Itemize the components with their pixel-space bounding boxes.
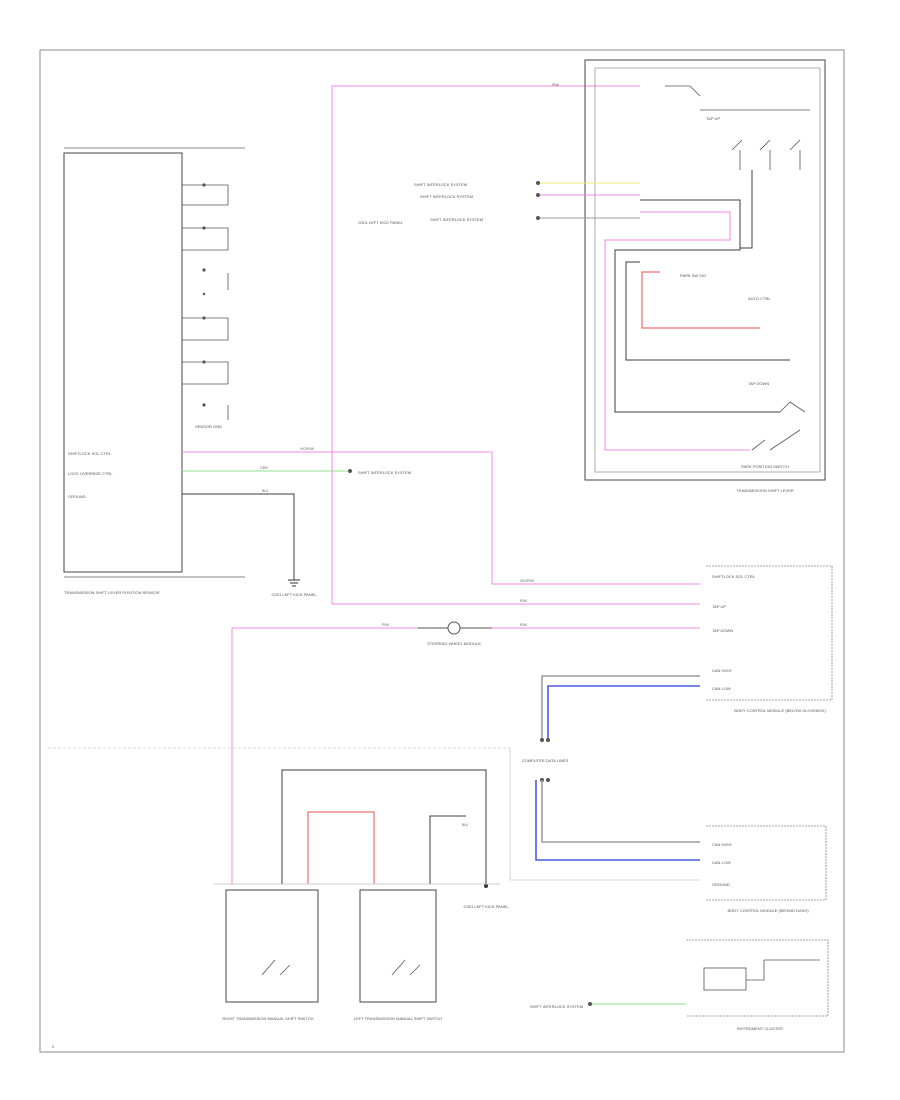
steering-wheel-module <box>418 621 492 635</box>
page-footer: 2 <box>52 1044 55 1049</box>
bcm2-pin-label: CAN HIGH <box>712 842 732 847</box>
cluster-input-label: SHIFT INTERLOCK SYSTEM <box>530 1004 583 1009</box>
transmission-shift-lever: TAP UP <box>584 59 826 481</box>
bcm2-title: BODY CONTROL MODULE (BEHIND DASH) <box>727 908 809 913</box>
left-switch-label: LEFT TRANSMISSION MANUAL SHIFT SWITCH <box>354 1016 442 1021</box>
shift-lever-position-sensor: SENSOR GND SHIFTLOCK SOL CTRL LOCK OVERR… <box>63 147 245 595</box>
instrument-cluster-title: INSTRUMENT CLUSTER <box>737 1026 783 1031</box>
ground-label: G201 LEFT KICK PANEL <box>272 592 318 597</box>
bcm-pin-label: SHIFTLOCK SOL CTRL <box>712 574 756 579</box>
sensor-pin-label: SENSOR GND <box>195 424 222 429</box>
bcm2-pin-label: CAN LOW <box>712 860 731 865</box>
wire-label: VIO/PNK <box>520 579 535 583</box>
ground-symbol-2 <box>484 884 488 888</box>
bcm-pin-label: TAP UP <box>712 604 726 609</box>
wire-label: PNK <box>520 599 528 603</box>
wire-label: PNK <box>520 623 528 627</box>
connector-dot <box>588 1002 592 1006</box>
park-switch-contacts <box>751 401 806 451</box>
steering-module-label: STEERING WHEEL MODULE <box>427 641 481 646</box>
body-control-module: SHIFTLOCK SOL CTRL TAP UP TAP DOWN CAN H… <box>706 565 833 713</box>
right-shift-switch <box>225 889 319 1003</box>
connector-dot <box>536 193 540 197</box>
can-wires-lower <box>535 780 700 861</box>
shift-lever-internal-wiring <box>604 170 790 451</box>
can-wires-upper <box>541 675 700 740</box>
left-shift-switch <box>359 889 437 1003</box>
wire-label: VIO/PNK <box>300 447 315 451</box>
bcm-pin-label: TAP DOWN <box>712 628 733 633</box>
tap-switch-label: TAP UP <box>706 116 720 121</box>
park-position-switch-label: PARK POSITION SWITCH <box>741 464 789 469</box>
wire-label: PNK <box>382 623 390 627</box>
input-label: SHIFT INTERLOCK SYSTEM <box>420 194 473 199</box>
wire-label: BLK <box>262 489 269 493</box>
bcm-pin-label: CAN HIGH <box>712 668 732 673</box>
input-label: SHIFT INTERLOCK SYSTEM <box>430 217 483 222</box>
data-line-frame <box>509 748 700 881</box>
data-lines-label: COMPUTER DATA LINES <box>522 758 569 763</box>
shift-interlock-label: SHIFT INTERLOCK SYSTEM <box>358 470 411 475</box>
connector-dot <box>348 469 352 473</box>
input-label: SHIFT INTERLOCK SYSTEM <box>414 182 467 187</box>
bcm2-pin-label: GROUND <box>712 882 730 887</box>
manual-shift-switch-wiring <box>231 628 487 884</box>
sensor-title: TRANSMISSION SHIFT LEVER POSITION SENSOR <box>64 590 160 595</box>
ground-label-2: G301 LEFT KICK PANEL <box>464 904 510 909</box>
connector-dot <box>536 216 540 220</box>
wire-label: BLK <box>462 823 469 827</box>
wire-label: PNK <box>552 83 560 87</box>
body-control-module-2: CAN HIGH CAN LOW GROUND BODY CONTROL MOD… <box>706 825 827 913</box>
right-switch-label: RIGHT TRANSMISSION MANUAL SHIFT SWITCH <box>223 1016 314 1021</box>
bcm-title: BODY CONTROL MODULE (BELOW GLOVEBOX) <box>734 708 826 713</box>
tap-down-label: TAP DOWN <box>748 381 769 386</box>
pink-trunk <box>331 85 700 605</box>
wire-label: GRN <box>260 466 268 470</box>
connector-dot <box>536 181 540 185</box>
pin-lock-override-label: LOCK OVERRIDE CTRL <box>68 471 113 476</box>
sensor-wires <box>182 451 700 585</box>
auto-ctrl-label: AUTO CTRL <box>748 296 771 301</box>
pin-ground-label: GROUND <box>68 494 86 499</box>
shift-lever-inputs <box>540 182 640 219</box>
park-switch-signal-label: PARK SW SIG <box>680 273 706 278</box>
gnd-ref-label: G301 LEFT KICK PANEL <box>358 220 404 225</box>
pin-shift-lock-label: SHIFTLOCK SOL CTRL <box>68 451 112 456</box>
diagram-frame <box>39 49 845 1053</box>
bcm-pin-label: CAN LOW <box>712 686 731 691</box>
instrument-cluster: INSTRUMENT CLUSTER <box>686 939 829 1031</box>
shift-lever-title: TRANSMISSION SHIFT LEVER <box>736 488 793 493</box>
ground-symbol <box>288 579 300 587</box>
